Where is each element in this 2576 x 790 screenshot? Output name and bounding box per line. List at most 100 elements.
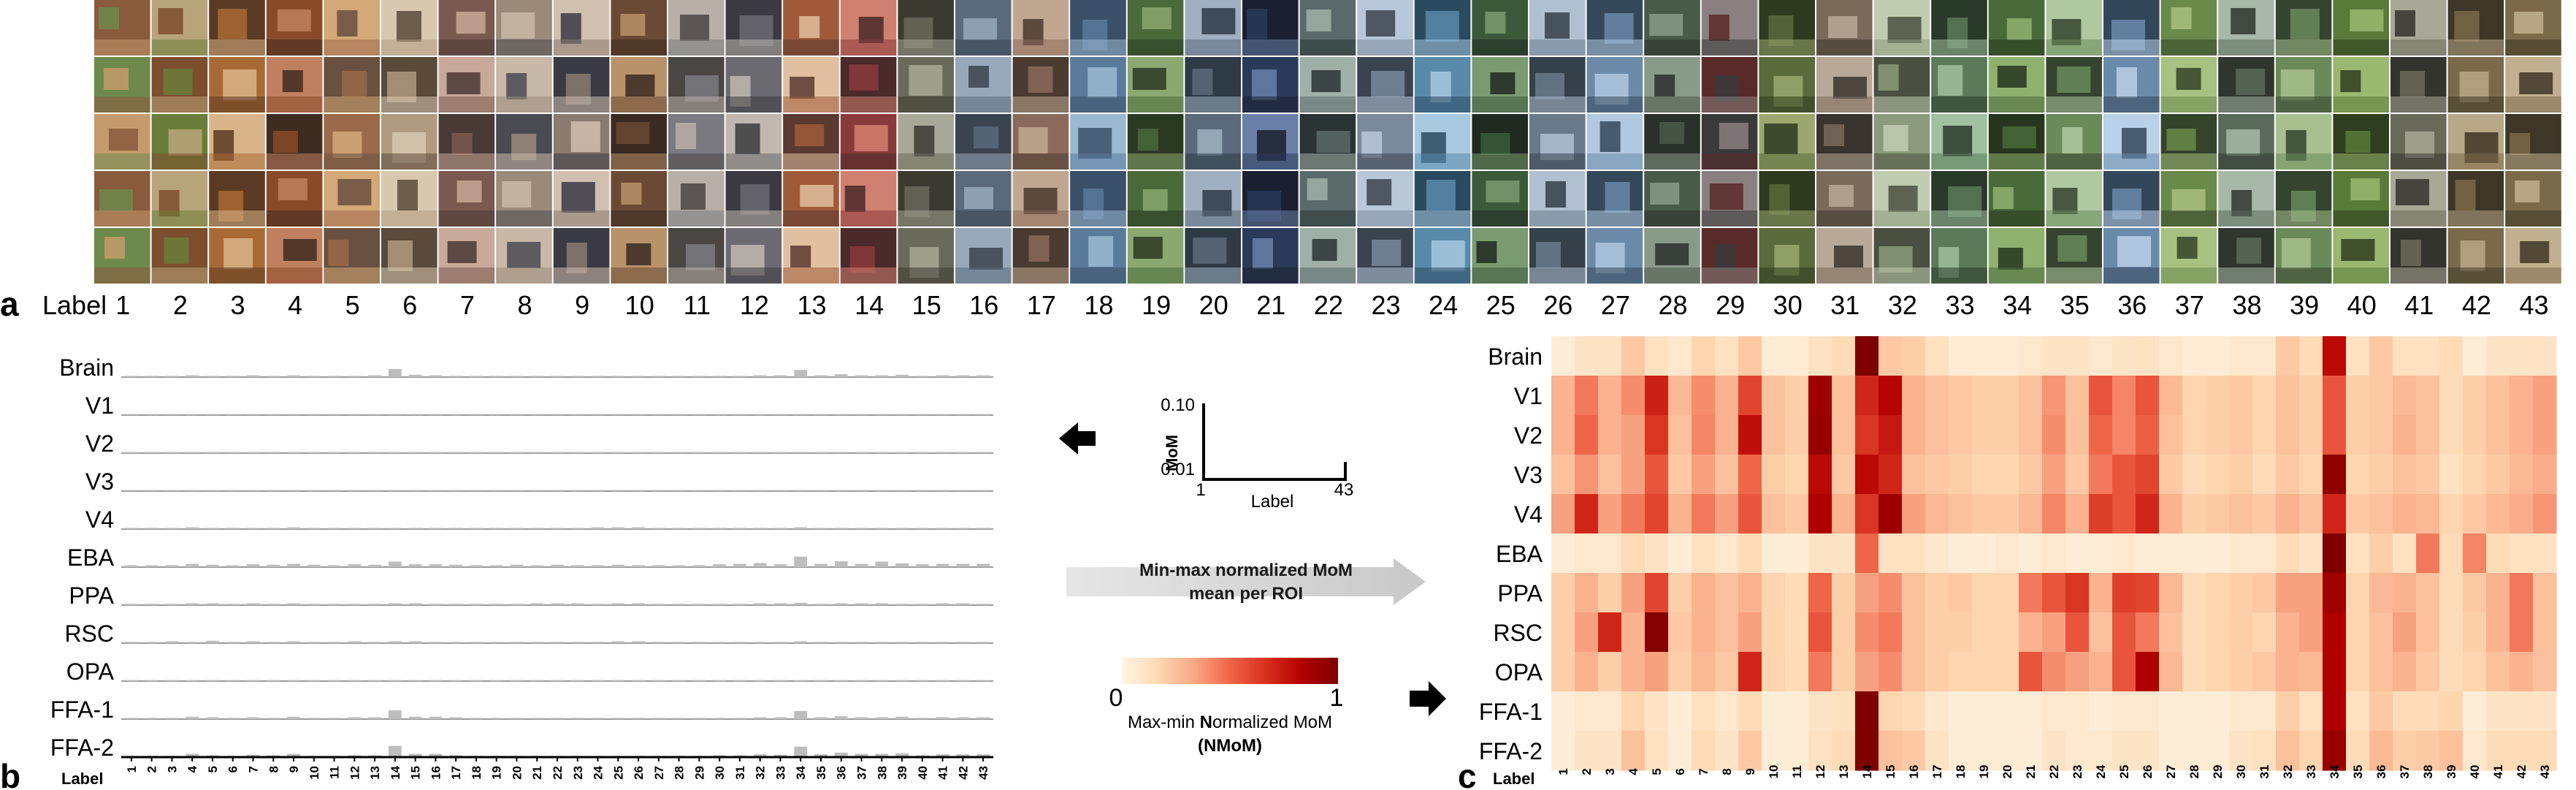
bar	[936, 375, 949, 377]
heatmap-cell	[2229, 612, 2253, 653]
mosaic-photo	[1472, 114, 1528, 170]
mosaic-photo	[2218, 114, 2274, 170]
heatmap-cell	[1832, 494, 1856, 534]
bar	[449, 452, 463, 453]
mosaic-photo	[1070, 228, 1126, 284]
heatmap-cell	[2182, 731, 2206, 771]
bar	[692, 490, 706, 491]
bar	[834, 490, 848, 491]
column-label: 19	[1142, 290, 1171, 320]
heatmap-cell	[1902, 573, 1926, 613]
heatmap-cell	[2042, 415, 2066, 455]
tick-label: 12	[348, 766, 362, 780]
heatmap-cell	[2416, 612, 2440, 653]
mosaic-photo	[668, 171, 725, 227]
heatmap-cell	[1762, 494, 1786, 534]
bar	[692, 565, 706, 567]
heatmap-cell	[2276, 336, 2300, 376]
row-label: V4	[85, 506, 114, 533]
heatmap-cell	[2136, 612, 2160, 653]
bar	[348, 564, 362, 567]
bar	[206, 564, 219, 567]
bar	[632, 641, 645, 643]
heatmap-row-label: FFA-1	[1479, 699, 1543, 725]
bar	[470, 414, 483, 415]
mosaic-photo	[1357, 57, 1413, 113]
mosaic-photo	[1931, 171, 1987, 227]
mosaic-photo	[2046, 0, 2102, 56]
heatmap-cell	[1879, 376, 1903, 416]
mosaic-photo	[1242, 171, 1299, 227]
heatmap-tick-label: 22	[2047, 765, 2061, 779]
heatmap-cell	[2112, 731, 2136, 771]
heatmap-cell	[1855, 652, 1879, 692]
mosaic-photo	[1299, 114, 1356, 170]
bar	[733, 604, 746, 605]
heatmap-cell	[1879, 731, 1903, 771]
mosaic-photo	[1299, 228, 1356, 284]
bar	[773, 564, 787, 567]
heatmap-cell	[2486, 494, 2510, 534]
heatmap-cell	[2229, 376, 2253, 416]
heatmap-cell	[2533, 731, 2557, 771]
mosaic-photo	[2333, 114, 2389, 170]
row-label: OPA	[66, 658, 115, 685]
mosaic-photo	[1988, 114, 2045, 170]
heatmap-cell	[2136, 494, 2160, 534]
bar	[165, 528, 179, 529]
mosaic-photo	[611, 171, 667, 227]
bar	[124, 490, 138, 491]
mosaic-photo	[94, 57, 150, 113]
heatmap-tick-label: 6	[1673, 768, 1687, 775]
tick-label: 29	[692, 766, 706, 780]
heatmap-cell	[2299, 376, 2323, 416]
bar	[307, 452, 321, 453]
mosaic-photo	[2505, 57, 2561, 113]
bar	[368, 717, 381, 719]
heatmap-cell	[1551, 533, 1575, 574]
heatmap-cell	[1808, 731, 1832, 771]
tick-label: 13	[368, 766, 382, 780]
bar	[165, 490, 179, 491]
mosaic-photo	[1586, 228, 1643, 284]
bar	[449, 642, 463, 643]
mosaic-photo	[898, 0, 954, 56]
mosaic-photo	[2390, 57, 2447, 113]
bar	[956, 490, 970, 491]
column-label: 28	[1658, 290, 1687, 320]
bar	[327, 680, 341, 681]
mosaic-photo	[1759, 228, 1815, 284]
heatmap-cell	[2416, 494, 2440, 534]
mosaic-photo	[324, 114, 380, 170]
tick-label: 36	[835, 766, 849, 780]
mosaic-photo	[1127, 0, 1184, 56]
heatmap-cell	[1972, 494, 1996, 534]
bar	[773, 528, 787, 529]
heatmap-cell	[1668, 612, 1692, 653]
heatmap-cell	[2369, 652, 2393, 692]
heatmap-cell	[2510, 691, 2534, 732]
heatmap-cell	[2533, 691, 2557, 732]
heatmap-cell	[2510, 336, 2534, 376]
bar	[186, 375, 199, 377]
mosaic-photo	[94, 114, 150, 170]
mosaic-photo	[725, 0, 782, 56]
heatmap-tick-label: 12	[1813, 765, 1827, 779]
bar	[611, 490, 625, 491]
bar	[551, 376, 564, 377]
bar	[408, 716, 422, 719]
heatmap-cell	[2019, 336, 2043, 376]
bar	[956, 375, 970, 377]
bar-row: RSC	[64, 620, 993, 647]
bar	[226, 565, 240, 567]
mosaic-photo	[438, 57, 495, 113]
bar	[470, 528, 483, 529]
heatmap-cell	[2463, 533, 2487, 574]
bar	[530, 565, 544, 567]
heatmap-cell	[1949, 455, 1973, 495]
heatmap-cell	[1598, 376, 1622, 416]
column-label: 1	[115, 290, 130, 320]
heatmap-cell	[1972, 533, 1996, 574]
heatmap-cell	[1551, 336, 1575, 376]
mosaic-photo	[1242, 57, 1299, 113]
